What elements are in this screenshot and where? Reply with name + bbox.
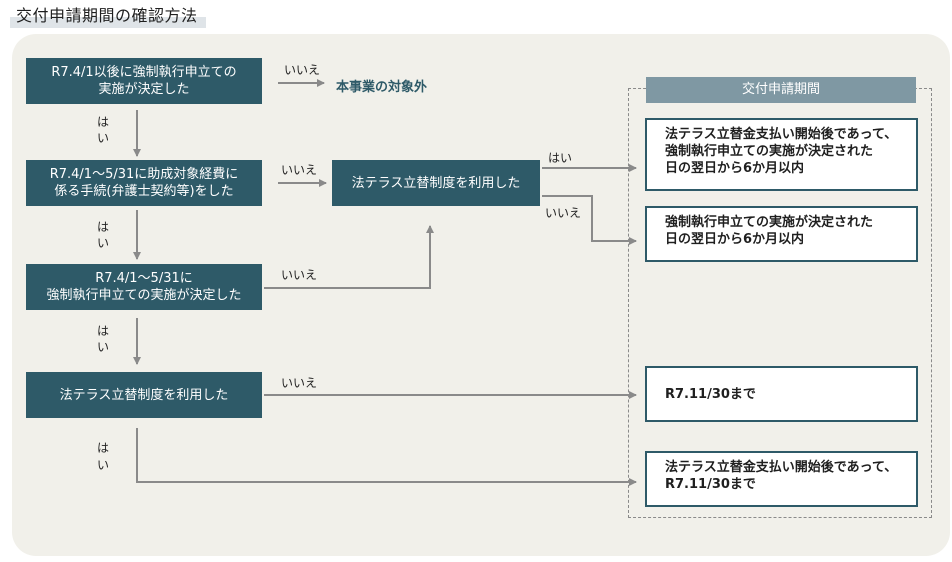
label-yes-q5-a: は [96, 441, 109, 455]
label-yes-q2-a: は [96, 220, 109, 234]
result-box-3: R7.11/30まで [645, 366, 918, 422]
decision-box-q5: 法テラス立替制度を利用した [26, 372, 262, 418]
r3-line1: R7.11/30まで [665, 386, 756, 402]
label-yes-q3-a: は [96, 324, 109, 338]
period-header: 交付申請期間 [646, 77, 916, 103]
label-yes-q2-b: い [96, 236, 109, 250]
r2-line2: 日の翌日から6か月以内 [665, 232, 805, 247]
r2-line1: 強制執行申立ての実施が決定された [665, 215, 874, 230]
r1-line1: 法テラス立替金支払い開始後であって、 [665, 127, 898, 142]
label-yes-q5-b: い [96, 458, 109, 472]
label-no-q2: いいえ [281, 163, 318, 177]
decision-box-q4: 法テラス立替制度を利用した [332, 160, 540, 206]
decision-box-q3: R7.4/1～5/31に強制執行申立ての実施が決定した [26, 264, 262, 310]
result-box-4: 法テラス立替金支払い開始後であって、 R7.11/30まで [645, 451, 918, 507]
excluded-text: 本事業の対象外 [336, 80, 428, 95]
label-no-q5: いいえ [281, 376, 318, 390]
r1-line3: 日の翌日から6か月以内 [665, 161, 805, 176]
q1-line2: 実施が決定した [98, 82, 190, 97]
q3-line1: R7.4/1～5/31に [95, 271, 193, 286]
decision-box-q1: R7.4/1以後に強制執行申立ての実施が決定した [26, 58, 262, 104]
r1-line2: 強制執行申立ての実施が決定された [665, 144, 874, 159]
label-no-q1: いいえ [284, 63, 321, 77]
r4-line2: R7.11/30まで [665, 477, 756, 492]
q2-line2: 係る手続(弁護士契約等)をした [54, 184, 234, 199]
label-yes-q1-b: い [96, 131, 109, 145]
r4-line1: 法テラス立替金支払い開始後であって、 [665, 460, 898, 475]
q2-line1: R7.4/1～5/31に助成対象経費に [49, 167, 239, 182]
label-no-q4: いいえ [545, 206, 582, 220]
result-box-1: 法テラス立替金支払い開始後であって、 強制執行申立ての実施が決定された 日の翌日… [645, 118, 918, 191]
page-title: 交付申請期間の確認方法 [10, 4, 206, 28]
q3-line2: 強制執行申立ての実施が決定した [46, 288, 242, 303]
decision-box-q2: R7.4/1～5/31に助成対象経費に係る手続(弁護士契約等)をした [26, 160, 262, 206]
q5-line1: 法テラス立替制度を利用した [59, 387, 229, 403]
label-yes-q3-b: い [96, 340, 109, 354]
q4-line1: 法テラス立替制度を利用した [351, 175, 521, 191]
label-yes-q1-a: は [96, 115, 109, 129]
label-yes-q4: はい [548, 151, 573, 165]
q1-line1: R7.4/1以後に強制執行申立ての [51, 65, 237, 80]
label-no-q3: いいえ [281, 268, 318, 282]
result-box-2: 強制執行申立ての実施が決定された 日の翌日から6か月以内 [645, 206, 918, 262]
